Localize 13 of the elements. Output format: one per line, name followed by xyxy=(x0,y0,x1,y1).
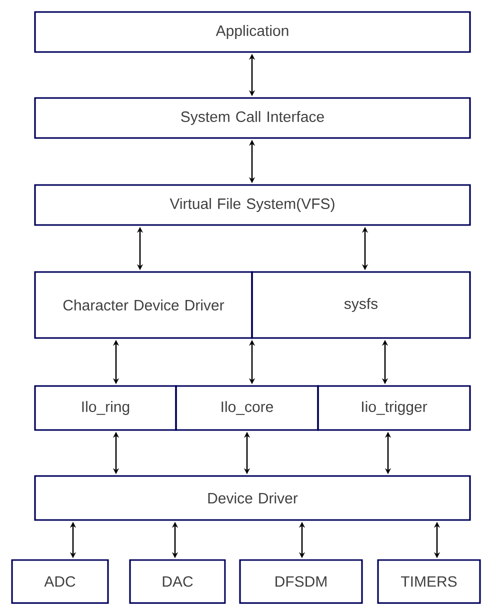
layer-box: ADC xyxy=(11,559,109,604)
layer-box: Virtual File System(VFS) xyxy=(34,184,471,226)
layer-box: DAC xyxy=(129,559,226,604)
layer-box: sysfs xyxy=(251,271,471,339)
layer-box: Application xyxy=(34,11,471,53)
layer-box: DFSDM xyxy=(239,559,363,604)
layer-box: System Call Interface xyxy=(34,97,471,139)
layer-box: Character Device Driver xyxy=(34,271,253,339)
layer-box: Ilo_core xyxy=(175,385,319,431)
layer-box: Ilo_ring xyxy=(34,385,177,431)
layer-box: TIMERS xyxy=(377,559,481,604)
layer-box: Device Driver xyxy=(34,475,471,521)
layer-box: Iio_trigger xyxy=(317,385,471,431)
